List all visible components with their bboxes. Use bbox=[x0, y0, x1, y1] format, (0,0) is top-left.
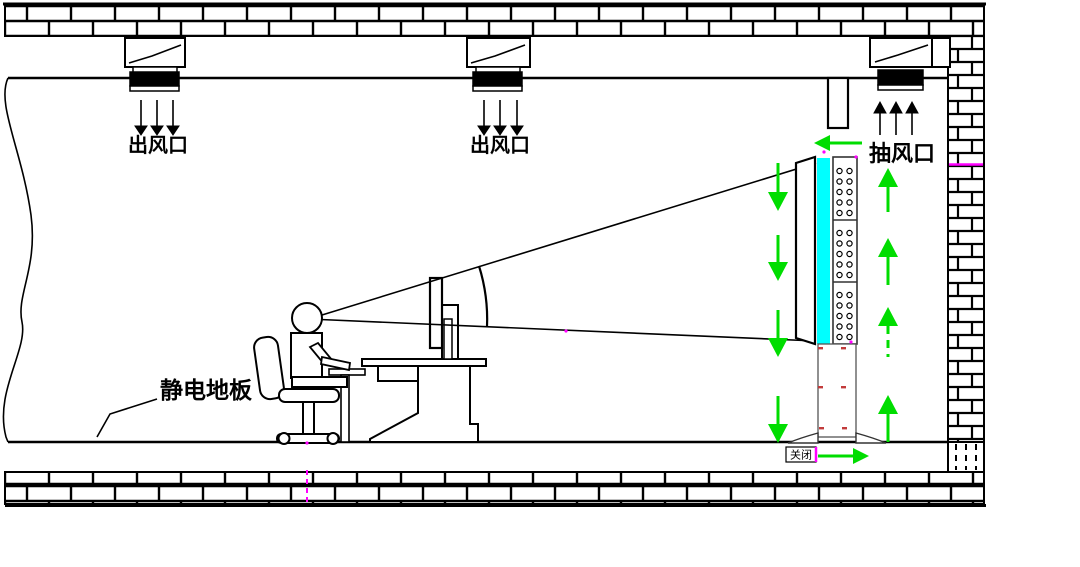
downflow-arrows bbox=[768, 163, 788, 443]
closed-label: 关闭 bbox=[790, 448, 812, 462]
airflow-arrows bbox=[768, 135, 898, 464]
exhaust-vent-label: 抽风口 bbox=[869, 141, 935, 166]
floor-leader-line bbox=[96, 398, 158, 438]
supply-vent-label-center: 出风口 bbox=[470, 134, 530, 157]
vent-panel bbox=[832, 156, 858, 345]
reference-marks bbox=[305, 150, 983, 506]
sight-lines bbox=[308, 162, 817, 342]
supply-diffuser-left bbox=[124, 37, 186, 92]
supply-vent-label-left: 出风口 bbox=[128, 134, 188, 157]
pedestal-markers bbox=[818, 347, 847, 430]
operator-head bbox=[291, 302, 323, 334]
ceiling-slab bbox=[3, 2, 986, 37]
screen-cabinet bbox=[787, 155, 887, 444]
screen-pedestal bbox=[817, 343, 857, 438]
operator-chair bbox=[253, 335, 340, 445]
pedestal-foot-left bbox=[787, 432, 819, 444]
monitor bbox=[428, 276, 459, 360]
leftflow-arrow bbox=[814, 135, 862, 151]
ceiling-beam bbox=[826, 76, 850, 130]
floor-slab bbox=[4, 471, 986, 507]
upflow-arrows bbox=[878, 168, 898, 442]
right-wall bbox=[947, 35, 985, 473]
screen-surface bbox=[817, 158, 830, 344]
closed-label-box: 关闭 bbox=[785, 446, 817, 463]
screen-front-panel bbox=[794, 155, 817, 346]
rightflow-arrow bbox=[818, 448, 869, 464]
viewing-angle-arc bbox=[477, 265, 489, 328]
vent-holes bbox=[836, 167, 853, 341]
exhaust-diffuser bbox=[869, 37, 951, 91]
operator-person bbox=[290, 332, 352, 388]
antistatic-floor-label: 静电地板 bbox=[160, 377, 253, 403]
supply-airflow-arrows-center bbox=[477, 100, 524, 136]
supply-diffuser-center bbox=[466, 37, 531, 92]
exhaust-airflow-arrows bbox=[873, 100, 919, 135]
wall-break-line bbox=[2, 77, 34, 443]
pedestal-foot-right bbox=[855, 432, 887, 444]
supply-airflow-arrows-left bbox=[134, 100, 180, 136]
operator-desk bbox=[328, 358, 487, 443]
